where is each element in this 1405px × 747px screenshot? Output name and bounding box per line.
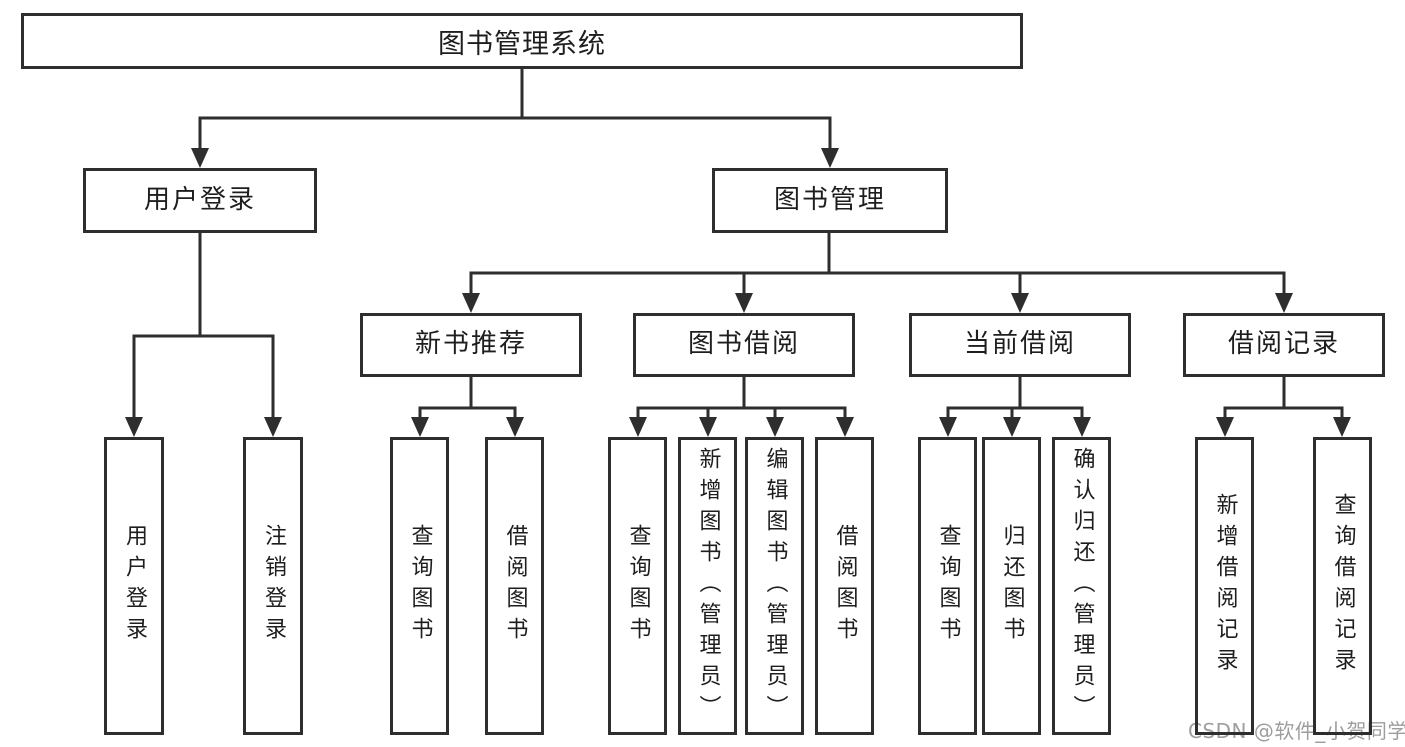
leaf-recommend-query-book: 查询图书 <box>390 437 449 735</box>
leaf-label: 查询借阅记录 <box>1330 493 1356 679</box>
leaf-user-login: 用户登录 <box>104 437 164 735</box>
node-user-login: 用户登录 <box>83 168 317 233</box>
node-book-borrow: 图书借阅 <box>633 313 855 377</box>
leaf-label: 新增借阅记录 <box>1212 493 1238 679</box>
leaf-record-add-borrow-record: 新增借阅记录 <box>1195 437 1254 735</box>
leaf-record-query-borrow-record: 查询借阅记录 <box>1313 437 1372 735</box>
leaf-label: 确认归还（管理员） <box>1069 446 1095 726</box>
node-borrow-record: 借阅记录 <box>1183 313 1385 377</box>
leaf-borrow-borrow-book: 借阅图书 <box>815 437 874 735</box>
leaf-label: 查询图书 <box>625 524 651 648</box>
leaf-label: 用户登录 <box>122 524 147 648</box>
leaf-borrow-query-book: 查询图书 <box>608 437 667 735</box>
leaf-label: 注销登录 <box>261 524 286 648</box>
leaf-label: 归还图书 <box>999 524 1025 648</box>
leaf-label: 查询图书 <box>407 524 433 648</box>
watermark: CSDN @软件_小贺同学 <box>1188 719 1405 743</box>
leaf-current-confirm-return-admin: 确认归还（管理员） <box>1052 437 1111 735</box>
leaf-label: 查询图书 <box>935 524 961 648</box>
leaf-borrow-add-book-admin: 新增图书（管理员） <box>678 437 737 735</box>
leaf-borrow-edit-book-admin: 编辑图书（管理员） <box>745 437 804 735</box>
leaf-logout: 注销登录 <box>243 437 303 735</box>
node-book-management: 图书管理 <box>712 168 948 233</box>
leaf-label: 借阅图书 <box>832 524 858 648</box>
leaf-label: 编辑图书（管理员） <box>762 446 788 726</box>
leaf-current-query-book: 查询图书 <box>918 437 977 735</box>
node-new-book-recommend: 新书推荐 <box>360 313 582 377</box>
leaf-label: 借阅图书 <box>502 524 528 648</box>
leaf-label: 新增图书（管理员） <box>695 446 721 726</box>
leaf-current-return-book: 归还图书 <box>982 437 1041 735</box>
leaf-recommend-borrow-book: 借阅图书 <box>485 437 544 735</box>
arrowhead-icons <box>125 148 1351 437</box>
node-root: 图书管理系统 <box>21 13 1023 69</box>
node-current-borrow: 当前借阅 <box>909 313 1131 377</box>
